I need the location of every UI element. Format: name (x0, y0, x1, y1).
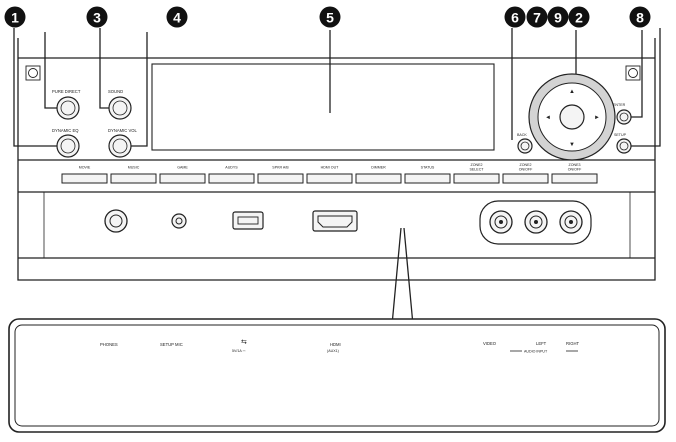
cursor-down-icon[interactable]: ▼ (569, 142, 575, 148)
cursor-up-icon[interactable]: ▲ (569, 89, 575, 95)
callout-number: 3 (93, 10, 101, 26)
audio-input-label: AUDIO INPUT (524, 350, 548, 354)
right-label: RIGHT (566, 341, 579, 346)
source-button-label: GAME (177, 166, 188, 170)
callout-number: 1 (11, 10, 19, 26)
source-button-label: SPKR A/B (272, 166, 289, 170)
callout-number: 9 (554, 10, 562, 26)
callout-marker (504, 6, 526, 28)
source-button-label-top: ZONE2 (520, 163, 532, 167)
callout-number: 6 (511, 10, 519, 26)
cursor-dial[interactable] (528, 73, 616, 161)
source-button-label: HDMI OUT (321, 166, 340, 170)
source-button-3[interactable] (208, 173, 255, 184)
source-button-label-top: ZONE2 (471, 163, 483, 167)
callout-marker (568, 6, 590, 28)
callout-number: 5 (326, 10, 334, 26)
callout-number: 2 (575, 10, 583, 26)
source-button-2[interactable] (159, 173, 206, 184)
callout-marker (166, 6, 188, 28)
callout-number: 7 (533, 10, 541, 26)
sound-button[interactable] (108, 96, 132, 120)
source-button-label: STATUS (421, 166, 435, 170)
sound-label: SOUND (108, 89, 123, 94)
right-screw-icon (625, 65, 641, 81)
back-button[interactable] (517, 138, 533, 154)
usb-spec-label: 5V/1A ⎓ (232, 349, 246, 353)
source-button-label: ON/OFF (519, 168, 533, 172)
video-jack[interactable] (489, 210, 513, 234)
left-label: LEFT (536, 341, 547, 346)
video-label: VIDEO (483, 341, 497, 346)
leader-lines (13, 28, 661, 147)
source-button-label: ON/OFF (568, 168, 582, 172)
cursor-right-icon[interactable]: ► (594, 115, 600, 121)
audio-right-jack[interactable] (559, 210, 583, 234)
av-input-panel (479, 200, 592, 245)
enter-button[interactable] (616, 109, 632, 125)
enter-label: ENTER (613, 103, 626, 107)
setup-mic-jack[interactable] (171, 213, 187, 229)
callout-marker (526, 6, 548, 28)
callout-marker (547, 6, 569, 28)
source-button-label-top: ZONE3 (569, 163, 581, 167)
pure-direct-label: PURE DIRECT (52, 89, 81, 94)
source-button-label: AUDYS (225, 166, 238, 170)
source-button-8[interactable] (453, 173, 500, 184)
display-window (151, 63, 495, 151)
chassis (17, 38, 656, 281)
phones-label: PHONES (100, 342, 118, 347)
hdmi-label: HDMI (330, 342, 341, 347)
hdmi-port[interactable] (312, 210, 358, 232)
dynamic-eq-label: DYNAMIC EQ (52, 128, 79, 133)
left-screw-icon (25, 65, 41, 81)
dynamic-eq-button[interactable] (56, 134, 80, 158)
callout-marker (629, 6, 651, 28)
hdmi-aux-label: (AUX1) (327, 349, 339, 353)
usb-icon: ⇆ (241, 339, 247, 346)
zoom-connector (391, 227, 414, 326)
callout-marker (86, 6, 108, 28)
usb-port[interactable] (232, 211, 264, 230)
source-button-label: DIMMER (371, 166, 386, 170)
zoomed-label-panel (8, 318, 666, 433)
setup-button[interactable] (616, 138, 632, 154)
cursor-left-icon[interactable]: ◄ (545, 115, 551, 121)
callout-number: 4 (173, 10, 181, 26)
source-button-6[interactable] (355, 173, 402, 184)
setup-label: SETUP (614, 133, 627, 137)
source-button-label: MOVIE (79, 166, 91, 170)
callout-marker (4, 6, 26, 28)
dynamic-vol-label: DYNAMIC VOL (108, 128, 138, 133)
pure-direct-button[interactable] (56, 96, 80, 120)
source-button-label: MUSIC (128, 166, 140, 170)
source-button-strip: MOVIE MUSIC GAME AUDYS SPKR A/B HDMI OUT DIMME… (61, 163, 598, 184)
source-button-1[interactable] (110, 173, 157, 184)
audio-left-jack[interactable] (524, 210, 548, 234)
callout-number: 8 (636, 10, 644, 26)
phones-jack[interactable] (104, 209, 128, 233)
source-button-4[interactable] (257, 173, 304, 184)
source-button-7[interactable] (404, 173, 451, 184)
source-button-9[interactable] (502, 173, 549, 184)
dynamic-vol-button[interactable] (108, 134, 132, 158)
source-button-10[interactable] (551, 173, 598, 184)
setup-mic-label: SETUP MIC (160, 342, 183, 347)
source-button-0[interactable] (61, 173, 108, 184)
callout-marker (319, 6, 341, 28)
back-label: BACK (517, 133, 527, 137)
source-button-label: SELECT (470, 168, 485, 172)
source-button-5[interactable] (306, 173, 353, 184)
